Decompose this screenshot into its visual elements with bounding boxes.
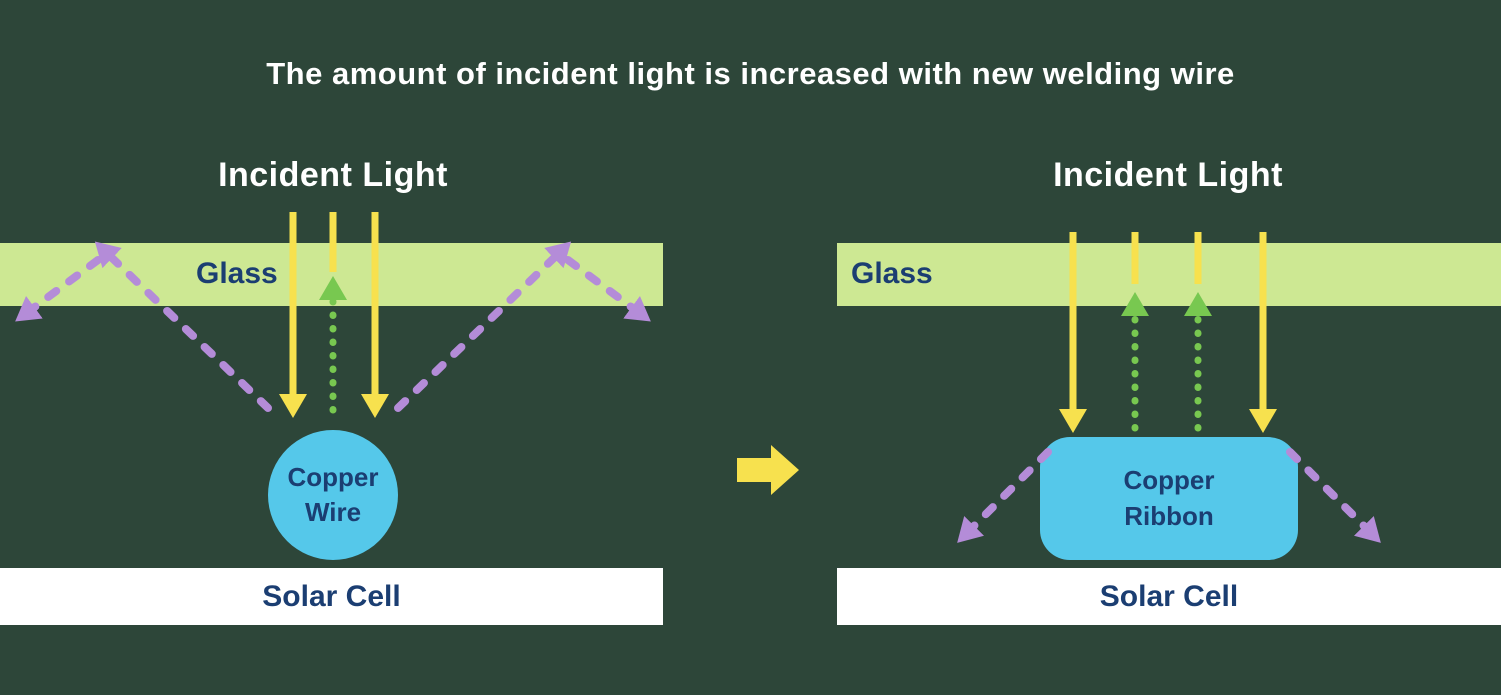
incident-light-label-left: Incident Light [218, 156, 448, 194]
solar-cell-label-right: Solar Cell [1099, 579, 1239, 613]
scattered-ray-arrow-ribbon-right [1286, 448, 1381, 543]
glass-bar-right [837, 243, 1501, 306]
incident-light-label-right: Incident Light [1053, 156, 1283, 194]
glass-label-right: Glass [851, 257, 933, 290]
transition-arrow [737, 445, 799, 495]
copper-ribbon-shape: Copper Ribbon [1040, 437, 1298, 560]
copper-ribbon-label: Copper Ribbon [1123, 465, 1215, 531]
glass-bar-left [0, 243, 663, 306]
solar-cell-bar-left: Solar Cell [0, 568, 663, 625]
glass-label-left: Glass [196, 257, 278, 290]
scattered-ray-arrow-ribbon-left [957, 448, 1052, 543]
copper-wire-label: Copper Wire [287, 461, 379, 527]
diagram-title: The amount of incident light is increase… [266, 56, 1235, 91]
solar-cell-label-left: Solar Cell [262, 579, 401, 613]
solar-cell-bar-right: Solar Cell [837, 568, 1501, 625]
copper-wire-shape: Copper Wire [268, 430, 398, 560]
